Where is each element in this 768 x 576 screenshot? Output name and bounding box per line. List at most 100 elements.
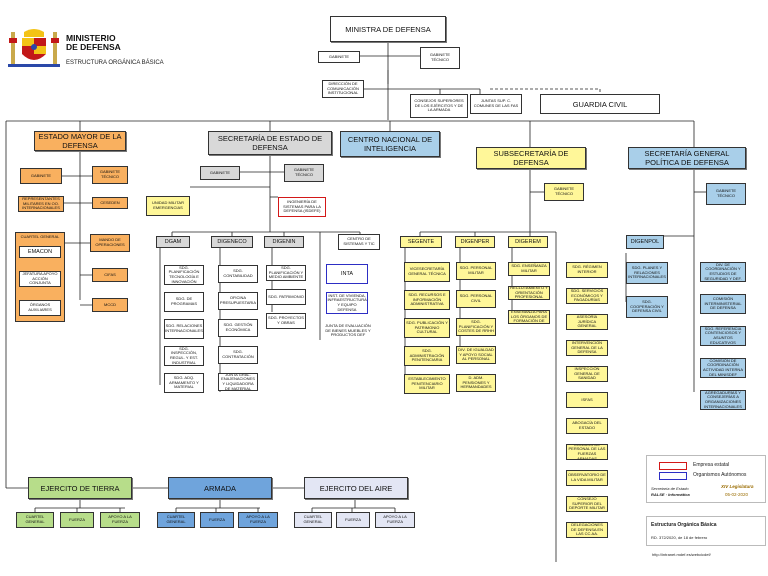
spain-coat-of-arms-icon (8, 28, 60, 70)
subdef-right-item-4: INTERVENCIÓN GENERAL DE LA DEFENSA (566, 340, 608, 356)
organos-auxiliares-box: ÓRGANOS AUXILIARES (19, 300, 61, 316)
digenper-item-1: SDG. PERSONAL MILITAR (456, 262, 496, 280)
legend-empresa-label: Empresa estatal (693, 462, 730, 468)
direccion-comunicacion-box: DIRECCIÓN DE COMUNICACIÓN INSTITUCIONAL (322, 80, 364, 98)
emad-box: ESTADO MAYOR DE LA DEFENSA (34, 131, 126, 151)
ejercito-tierra-box: EJERCITO DE TIERRA (28, 477, 132, 499)
ejercito-aire-box: EJERCITO DEL AIRE (304, 477, 408, 499)
digenper-item-4: DIV. DE IGUALDAD Y APOYO SOCIAL AL PERSO… (456, 346, 496, 364)
tierra-cuartel-box: CUARTEL GENERAL (16, 512, 54, 528)
segenpol-right-item-2: COMISIÓN INTERMINISTERIAL DE DEFENSA (700, 294, 746, 314)
dgam-item-4: SDG. INSPECCIÓN, REGUL. Y EST. INDUSTRIA… (164, 346, 204, 366)
subdef-right-item-1: SDG. RÉGIMEN INTERIOR (566, 262, 608, 278)
subdef-right-item-7: ABOGACÍA DEL ESTADO (566, 418, 608, 434)
segenpol-gabinete-tecnico-box: GABINETE TÉCNICO (706, 183, 746, 205)
intranet-url: http://intranet.mdef.es/webcicdef/ (652, 552, 711, 557)
aire-apoyo-box: APOYO A LA FUERZA (375, 512, 415, 528)
subdef-right-item-10: CONSEJO SUPERIOR DEL DEPORTE MILITAR (566, 496, 608, 512)
centro-sistemas-box: CENTRO DE SISTEMAS Y TIC (338, 234, 380, 250)
diginfra-item-1: SDG. PLANIFICACIÓN Y MEDIO AMBIENTE (266, 265, 306, 281)
seden-gabinete-tecnico-box: GABINETE TÉCNICO (284, 164, 324, 182)
digenper-item-5: D. ADM. PENSIONES Y HERMANDADES (456, 374, 496, 392)
gabinete-tecnico-box: GABINETE TÉCNICO (420, 47, 460, 69)
aire-cuartel-box: CUARTEL GENERAL (294, 512, 332, 528)
ministry-title-line2: DE DEFENSA (66, 42, 121, 52)
digenper-item-2: SDG. PERSONAL CIVIL (456, 290, 496, 308)
isdefe-box: INGENIERÍA DE SISTEMAS PARA LA DEFENSA (… (278, 197, 326, 217)
juntas-superiores-box: JUNTAS SUP. C. COMUNES DE LAS FAS (470, 94, 522, 114)
aire-fuerza-box: FUERZA (336, 512, 370, 528)
gabinete-box: GABINETE (318, 51, 360, 63)
tierra-fuerza-box: FUERZA (60, 512, 94, 528)
subdef-right-item-11: DELEGACIONES DE DEFENSA EN LAS CC.AA. (566, 522, 608, 538)
mando-operaciones-box: MANDO DE OPERACIONES (90, 234, 130, 252)
digeneco-item-5: JUNTA GRAL. ENAJENACIONES Y LIQUIDADORA … (218, 373, 258, 391)
armada-cuartel-box: CUARTEL GENERAL (157, 512, 195, 528)
ministry-title-line1: MINISTERIO (66, 33, 116, 43)
dgam-box: DGAM (156, 236, 190, 248)
digeneco-item-1: SDG. CONTABILIDAD (218, 265, 258, 283)
cuartel-general-label: CUARTEL GENERAL (20, 234, 60, 239)
subdef-right-item-8: CONSEJO DE PERSONAL DE LAS FUERZAS ARMAD… (566, 444, 608, 460)
inta-box: INTA (326, 264, 368, 284)
invied-box: INST. DE VIVIENDA, INFRAESTRUCTURA Y EQU… (326, 292, 368, 314)
armada-fuerza-box: FUERZA (200, 512, 234, 528)
junta-evaluacion-box: JUNTA DE EVALUACIÓN DE BIENES MUEBLES Y … (325, 323, 371, 338)
dgam-item-2: SDG. DE PROGRAMAS (164, 292, 204, 312)
legend-empresa-swatch (659, 462, 687, 470)
legend-date: 05-02-2020 (725, 492, 749, 497)
segenpol-right-item-1: DIV. DE COORDINACIÓN Y ESTUDIOS DE SEGUR… (700, 262, 746, 282)
dgam-item-3: SDG. RELACIONES INTERNACIONALES (164, 319, 204, 339)
segenpol-right-item-5: AGREGADURÍAS Y CONSEJERÍAS A ORGANIZACIO… (700, 390, 746, 410)
digerem-item-1: SDG. ENSEÑANZA MILITAR (508, 262, 550, 276)
estructura-title: Estructura Orgánica Básica (651, 522, 717, 528)
diginfra-item-2: SDG. PATRIMONIO (266, 289, 306, 305)
armada-apoyo-box: APOYO A LA FUERZA (238, 512, 278, 528)
mccd-box: MCCD (92, 298, 128, 312)
seden-gabinete-box: GABINETE (200, 166, 240, 180)
segente-box: SEGENTE (400, 236, 442, 248)
ume-box: UNIDAD MILITAR EMERGENCIAS (146, 196, 190, 216)
jefatura-apoyo-box: JEFATURA APOYO ACCIÓN CONJUNTA (19, 271, 61, 287)
subdef-gabinete-tecnico-box: GABINETE TÉCNICO (544, 183, 584, 201)
segente-item-3: SDG. PUBLICACIÓN Y PATRIMONIO CULTURAL (404, 318, 450, 338)
page-subtitle: ESTRUCTURA ORGÁNICA BÁSICA (66, 60, 164, 66)
segente-item-4: SDG. ADMINISTRACIÓN PENITENCIARIA (404, 346, 450, 366)
emad-gabinete-box: GABINETE (20, 168, 62, 184)
emad-representantes-box: REPRESENTANTES MILITARES EN OO. INTERNAC… (18, 196, 64, 212)
segenpol-right-item-3: SDG. REFERENCIA CONTENCIOSOS Y ASUNTOS E… (700, 326, 746, 346)
digeneco-item-3: SDG. GESTIÓN ECONÓMICA (218, 319, 258, 337)
digeneco-item-4: SDG. CONTRATACIÓN (218, 346, 258, 364)
segenpol-box: SECRETARÍA GENERAL POLÍTICA DE DEFENSA (628, 147, 746, 169)
ministra-box: MINISTRA DE DEFENSA (330, 16, 446, 42)
estructura-box: Estructura Orgánica Básica RD. 372/2020,… (646, 516, 766, 546)
subdef-box: SUBSECRETARÍA DE DEFENSA (476, 147, 586, 169)
legend-legislatura: XIV Legislatura (721, 484, 754, 489)
emacon-box: EMACON (19, 246, 61, 258)
digerem-item-2: RECLUTAMIENTO Y ORIENTACIÓN PROFESIONAL (508, 286, 550, 300)
segenpol-left-item-2: SDG. COOPERACIÓN Y DEFENSA CIVIL (626, 296, 668, 318)
guardia-civil-box: GUARDIA CIVIL (540, 94, 660, 114)
dgam-item-5: SDG. ADQ. ARMAMENTO Y MATERIAL (164, 373, 204, 393)
subdef-right-item-9: OBSERVATORIO DE LA VIDA MILITAR (566, 470, 608, 486)
dgam-item-1: SDG. PLANIFICACIÓN TECNOLOGÍA E INNOVACI… (164, 265, 204, 285)
segenpol-left-item-1: SDG. PLANES Y RELACIONES INTERNACIONALES (626, 262, 668, 284)
tierra-apoyo-box: APOYO A LA FUERZA (100, 512, 140, 528)
legend-organismos-swatch (659, 472, 687, 480)
diginfra-box: DIGENIN (264, 236, 304, 248)
subdef-right-item-6: ISFAS (566, 392, 608, 408)
consejos-superiores-box: CONSEJOS SUPERIORES DE LOS EJÉRCITOS Y D… (410, 94, 468, 118)
seden-box: SECRETARÍA DE ESTADO DE DEFENSA (208, 131, 332, 155)
subdef-right-item-2: SDG. SERVICIOS ECONÓMICOS Y PAGADURÍAS (566, 288, 608, 304)
legend-secretaria: Secretaría de Estado (651, 486, 689, 491)
segente-item-5: ESTABLECIMIENTO PENITENCIARIO MILITAR (404, 374, 450, 394)
diginfra-item-3: SDG. PROYECTOS Y OBRAS (266, 313, 306, 329)
segente-item-2: SDG. RECURSOS E INFORMACIÓN ADMINISTRATI… (404, 290, 450, 310)
legend-organismos-label: Organismos Autónomos (693, 472, 747, 478)
digeneco-item-2: OFICINA PRESUPUESTARIA (218, 292, 258, 310)
subdef-right-item-3: ASESORÍA JURÍDICA GENERAL (566, 314, 608, 330)
segente-item-1: VICESECRETARÍA GENERAL TÉCNICA (404, 262, 450, 282)
emad-gabinete-tecnico-box: GABINETE TÉCNICO (92, 166, 128, 184)
armada-box: ARMADA (168, 477, 272, 499)
